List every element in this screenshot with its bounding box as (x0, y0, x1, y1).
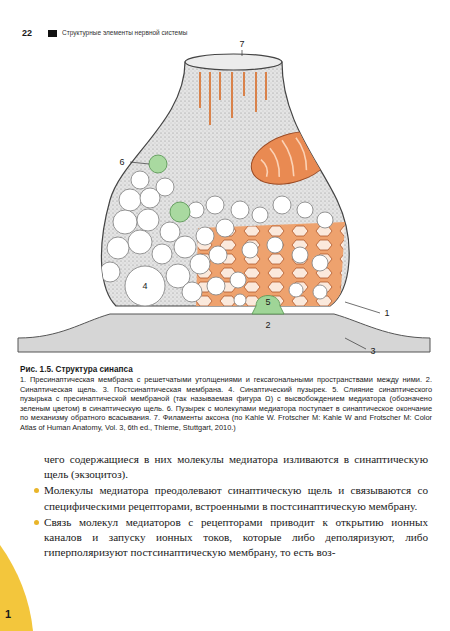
bullet-paragraph: Связь молекул медиаторов с рецепторами п… (44, 515, 428, 561)
caption-text: 1. Пресинаптическая мембрана с решетчаты… (20, 375, 432, 433)
callout-number: 4 (139, 281, 151, 291)
callout-number: 6 (116, 157, 128, 167)
caption-block: Рис. 1.5. Структура синапса1. Пресинапти… (20, 364, 432, 433)
axon-filaments (200, 72, 266, 125)
omega-figure (252, 296, 284, 315)
running-head: Структурные элементы нервной системы (62, 29, 187, 36)
callout-number: 1 (381, 308, 393, 318)
chapter-number: 1 (5, 608, 11, 620)
body-paragraph: чего содержащиеся в них молекулы медиато… (44, 452, 428, 482)
leader-lines (130, 50, 380, 349)
figure-caption: Рис. 1.5. Структура синапса (20, 364, 432, 375)
callout-number: 5 (262, 297, 274, 307)
chapter-tab (0, 545, 33, 631)
head-square (48, 30, 57, 37)
page-number: 22 (22, 28, 32, 38)
mitochondrion (245, 122, 340, 194)
transmitter-vesicles (149, 155, 190, 222)
bullet-paragraph: Молекулы медиатора преодолевают синаптич… (44, 483, 428, 513)
callout-number: 2 (262, 320, 274, 330)
axon-opening (185, 54, 282, 70)
callout-number: 3 (367, 346, 379, 356)
body-text: чего содержащиеся в них молекулы медиато… (44, 452, 428, 561)
postsynaptic-membrane (18, 314, 430, 352)
presynaptic-terminal (101, 62, 349, 306)
synaptic-vesicles (100, 171, 333, 306)
callout-number: 7 (236, 39, 248, 49)
